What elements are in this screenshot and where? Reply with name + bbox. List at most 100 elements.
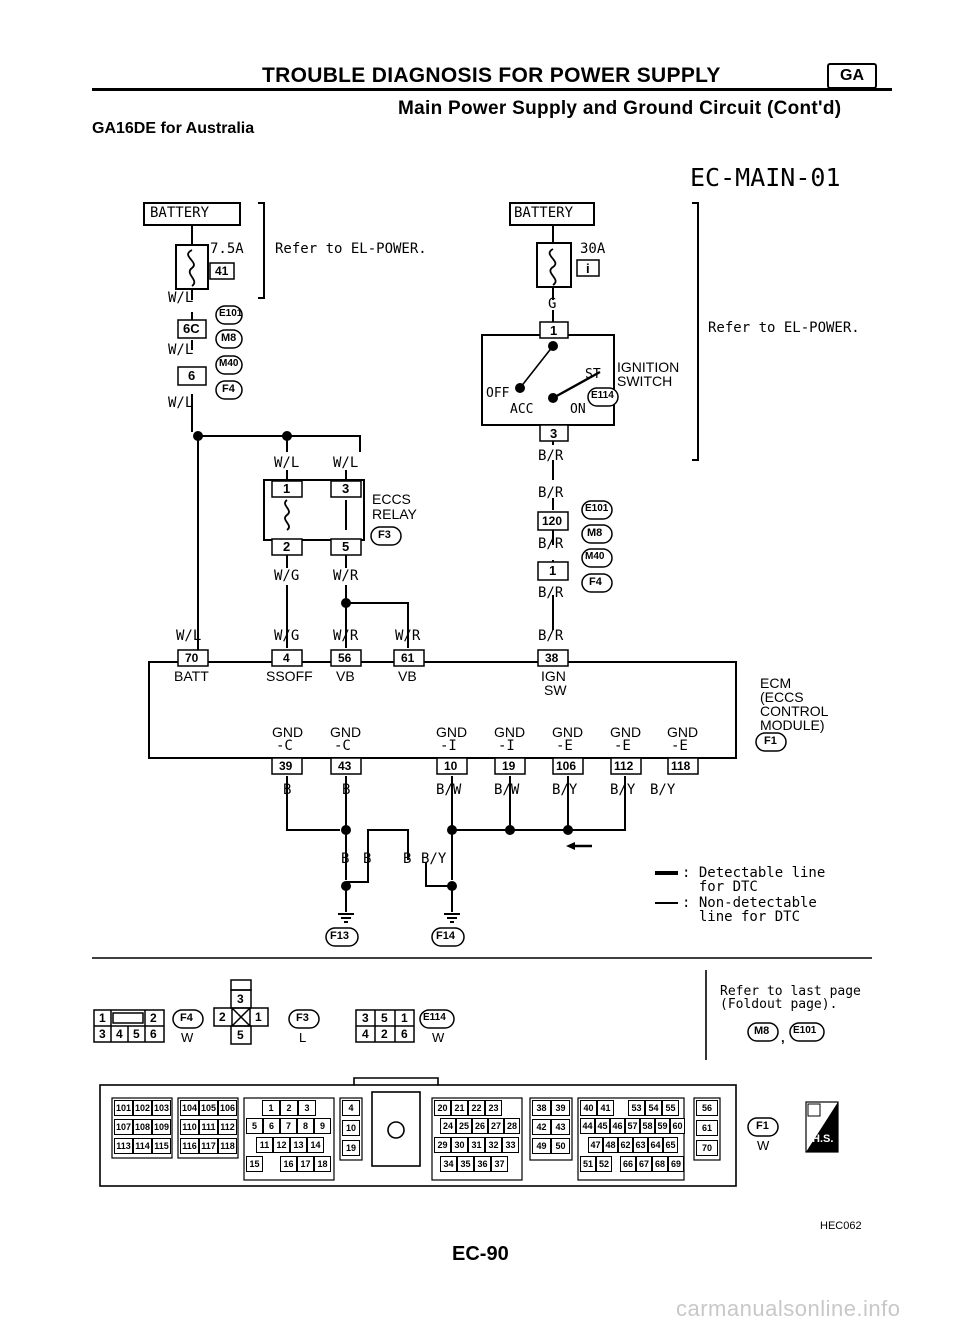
ignition-switch-line: IGNITION	[617, 359, 680, 375]
pin-label: 3	[550, 426, 558, 441]
pin-label: 1	[283, 481, 291, 496]
ecm-term: IGN	[541, 668, 566, 684]
ecm-pin: 58	[640, 1118, 655, 1134]
ecm-pin: 18	[314, 1156, 331, 1172]
pin-label: 4	[116, 1027, 123, 1041]
wire-label: B	[403, 851, 412, 867]
connector-id: F3	[296, 1012, 309, 1024]
connector-id: E101	[219, 308, 243, 319]
pin-label: 2	[150, 1011, 157, 1025]
connector-color: W	[757, 1138, 770, 1153]
connector-color: L	[299, 1030, 307, 1045]
connector-separator: ,	[781, 1030, 785, 1045]
ecm-pin: 29	[434, 1137, 451, 1153]
ecm-pin: 113	[114, 1138, 133, 1154]
ecm-pin: 8	[297, 1118, 314, 1134]
pin-label: 1	[255, 1010, 262, 1024]
pin-label: 120	[542, 514, 563, 528]
pin-label: 3	[99, 1027, 106, 1041]
ecm-label: ECM (ECCS CONTROL MODULE)	[760, 676, 828, 732]
ecm-pin: 105	[199, 1100, 218, 1116]
pin-label: 38	[545, 651, 559, 665]
ecm-pin: 9	[314, 1118, 331, 1134]
right-battery-label: BATTERY	[514, 205, 574, 221]
gnd-sub: -C	[334, 738, 351, 754]
pin-label: 1	[401, 1011, 408, 1025]
wire-label: W/L	[333, 455, 359, 471]
wire-label: B	[283, 782, 292, 798]
wire-label: B/Y	[650, 782, 676, 798]
wire-label: B/Y	[610, 782, 636, 798]
pin-label: 106	[556, 759, 577, 773]
pin-label: 3	[342, 481, 350, 496]
figure-code: HEC062	[820, 1220, 862, 1232]
ecm-label-line: CONTROL	[760, 703, 829, 719]
ecm-pin: 24	[440, 1118, 456, 1134]
switch-position: ACC	[510, 402, 534, 417]
wire-label: W/L	[168, 290, 194, 306]
harness-side-icon-label: H.S.	[812, 1133, 834, 1145]
connector-id: F3	[378, 529, 391, 541]
wire-label: W/L	[176, 628, 202, 644]
wire-label: W/L	[168, 395, 194, 411]
ecm-pin: 13	[290, 1137, 307, 1153]
ecm-pin: 28	[504, 1118, 520, 1134]
ecm-pin: 118	[218, 1138, 237, 1154]
ecm-pin: 27	[488, 1118, 504, 1134]
ecm-pin: 69	[668, 1156, 684, 1172]
ecm-pin: 110	[180, 1119, 199, 1135]
relay-name-line: ECCS	[372, 491, 411, 507]
ignition-switch-name: IGNITION SWITCH	[617, 360, 679, 388]
pin-label: 39	[279, 759, 293, 773]
ecm-pin: 1	[262, 1100, 280, 1116]
gnd-sub: -E	[614, 738, 631, 754]
ecm-pin: 5	[246, 1118, 263, 1134]
ecm-pin: 46	[610, 1118, 625, 1134]
ecm-pin: 41	[597, 1100, 614, 1116]
connector-id: F4	[589, 576, 602, 588]
ecm-term-sub: SW	[544, 682, 567, 698]
pin-label: 6	[188, 368, 196, 383]
ecm-pin: 111	[199, 1119, 218, 1135]
pin-label: 6	[401, 1027, 408, 1041]
ecm-pin: 55	[662, 1100, 679, 1116]
ecm-pin: 106	[218, 1100, 237, 1116]
ecm-pin: 37	[491, 1156, 508, 1172]
pin-label: 70	[185, 651, 199, 665]
ecm-pin: 109	[152, 1119, 171, 1135]
ecm-pin: 4	[342, 1100, 360, 1116]
pin-label: 5	[133, 1027, 140, 1041]
pin-label: 43	[338, 759, 352, 773]
wire-label: B/R	[538, 628, 564, 644]
pin-label: 6	[150, 1027, 157, 1041]
gnd-term: GND	[436, 724, 468, 740]
pin-label: 118	[671, 759, 691, 773]
gnd-sub: -I	[498, 738, 515, 754]
legend-non-detectable-text2: line for DTC	[698, 909, 801, 925]
wire-label: B/R	[538, 448, 564, 464]
wire-label: B/R	[538, 585, 564, 601]
right-fusible-link: 30A	[580, 241, 606, 257]
ecm-pin: 115	[152, 1138, 171, 1154]
wire-label: G	[548, 296, 557, 312]
wire-label: B	[342, 782, 351, 798]
ecm-pin: 31	[468, 1137, 485, 1153]
wire-label: B	[363, 851, 372, 867]
ecm-pin: 35	[457, 1156, 474, 1172]
ecm-term: BATT	[174, 668, 209, 684]
ground-point: F14	[436, 930, 455, 942]
wire-label: W/R	[395, 628, 421, 644]
ecm-pin: 117	[199, 1138, 218, 1154]
left-fuse-number: 41	[215, 264, 229, 278]
connector-id: F1	[756, 1120, 769, 1132]
ecm-pin: 21	[451, 1100, 468, 1116]
ecm-pin: 66	[620, 1156, 636, 1172]
connector-id: E101	[585, 503, 609, 514]
ecm-pin: 102	[133, 1100, 152, 1116]
pin-label: 3	[362, 1011, 369, 1025]
pin-label: 56	[338, 651, 352, 665]
ecm-pin: 70	[696, 1140, 718, 1156]
pin-label: 6C	[183, 321, 200, 336]
ecm-pin: 52	[596, 1156, 612, 1172]
